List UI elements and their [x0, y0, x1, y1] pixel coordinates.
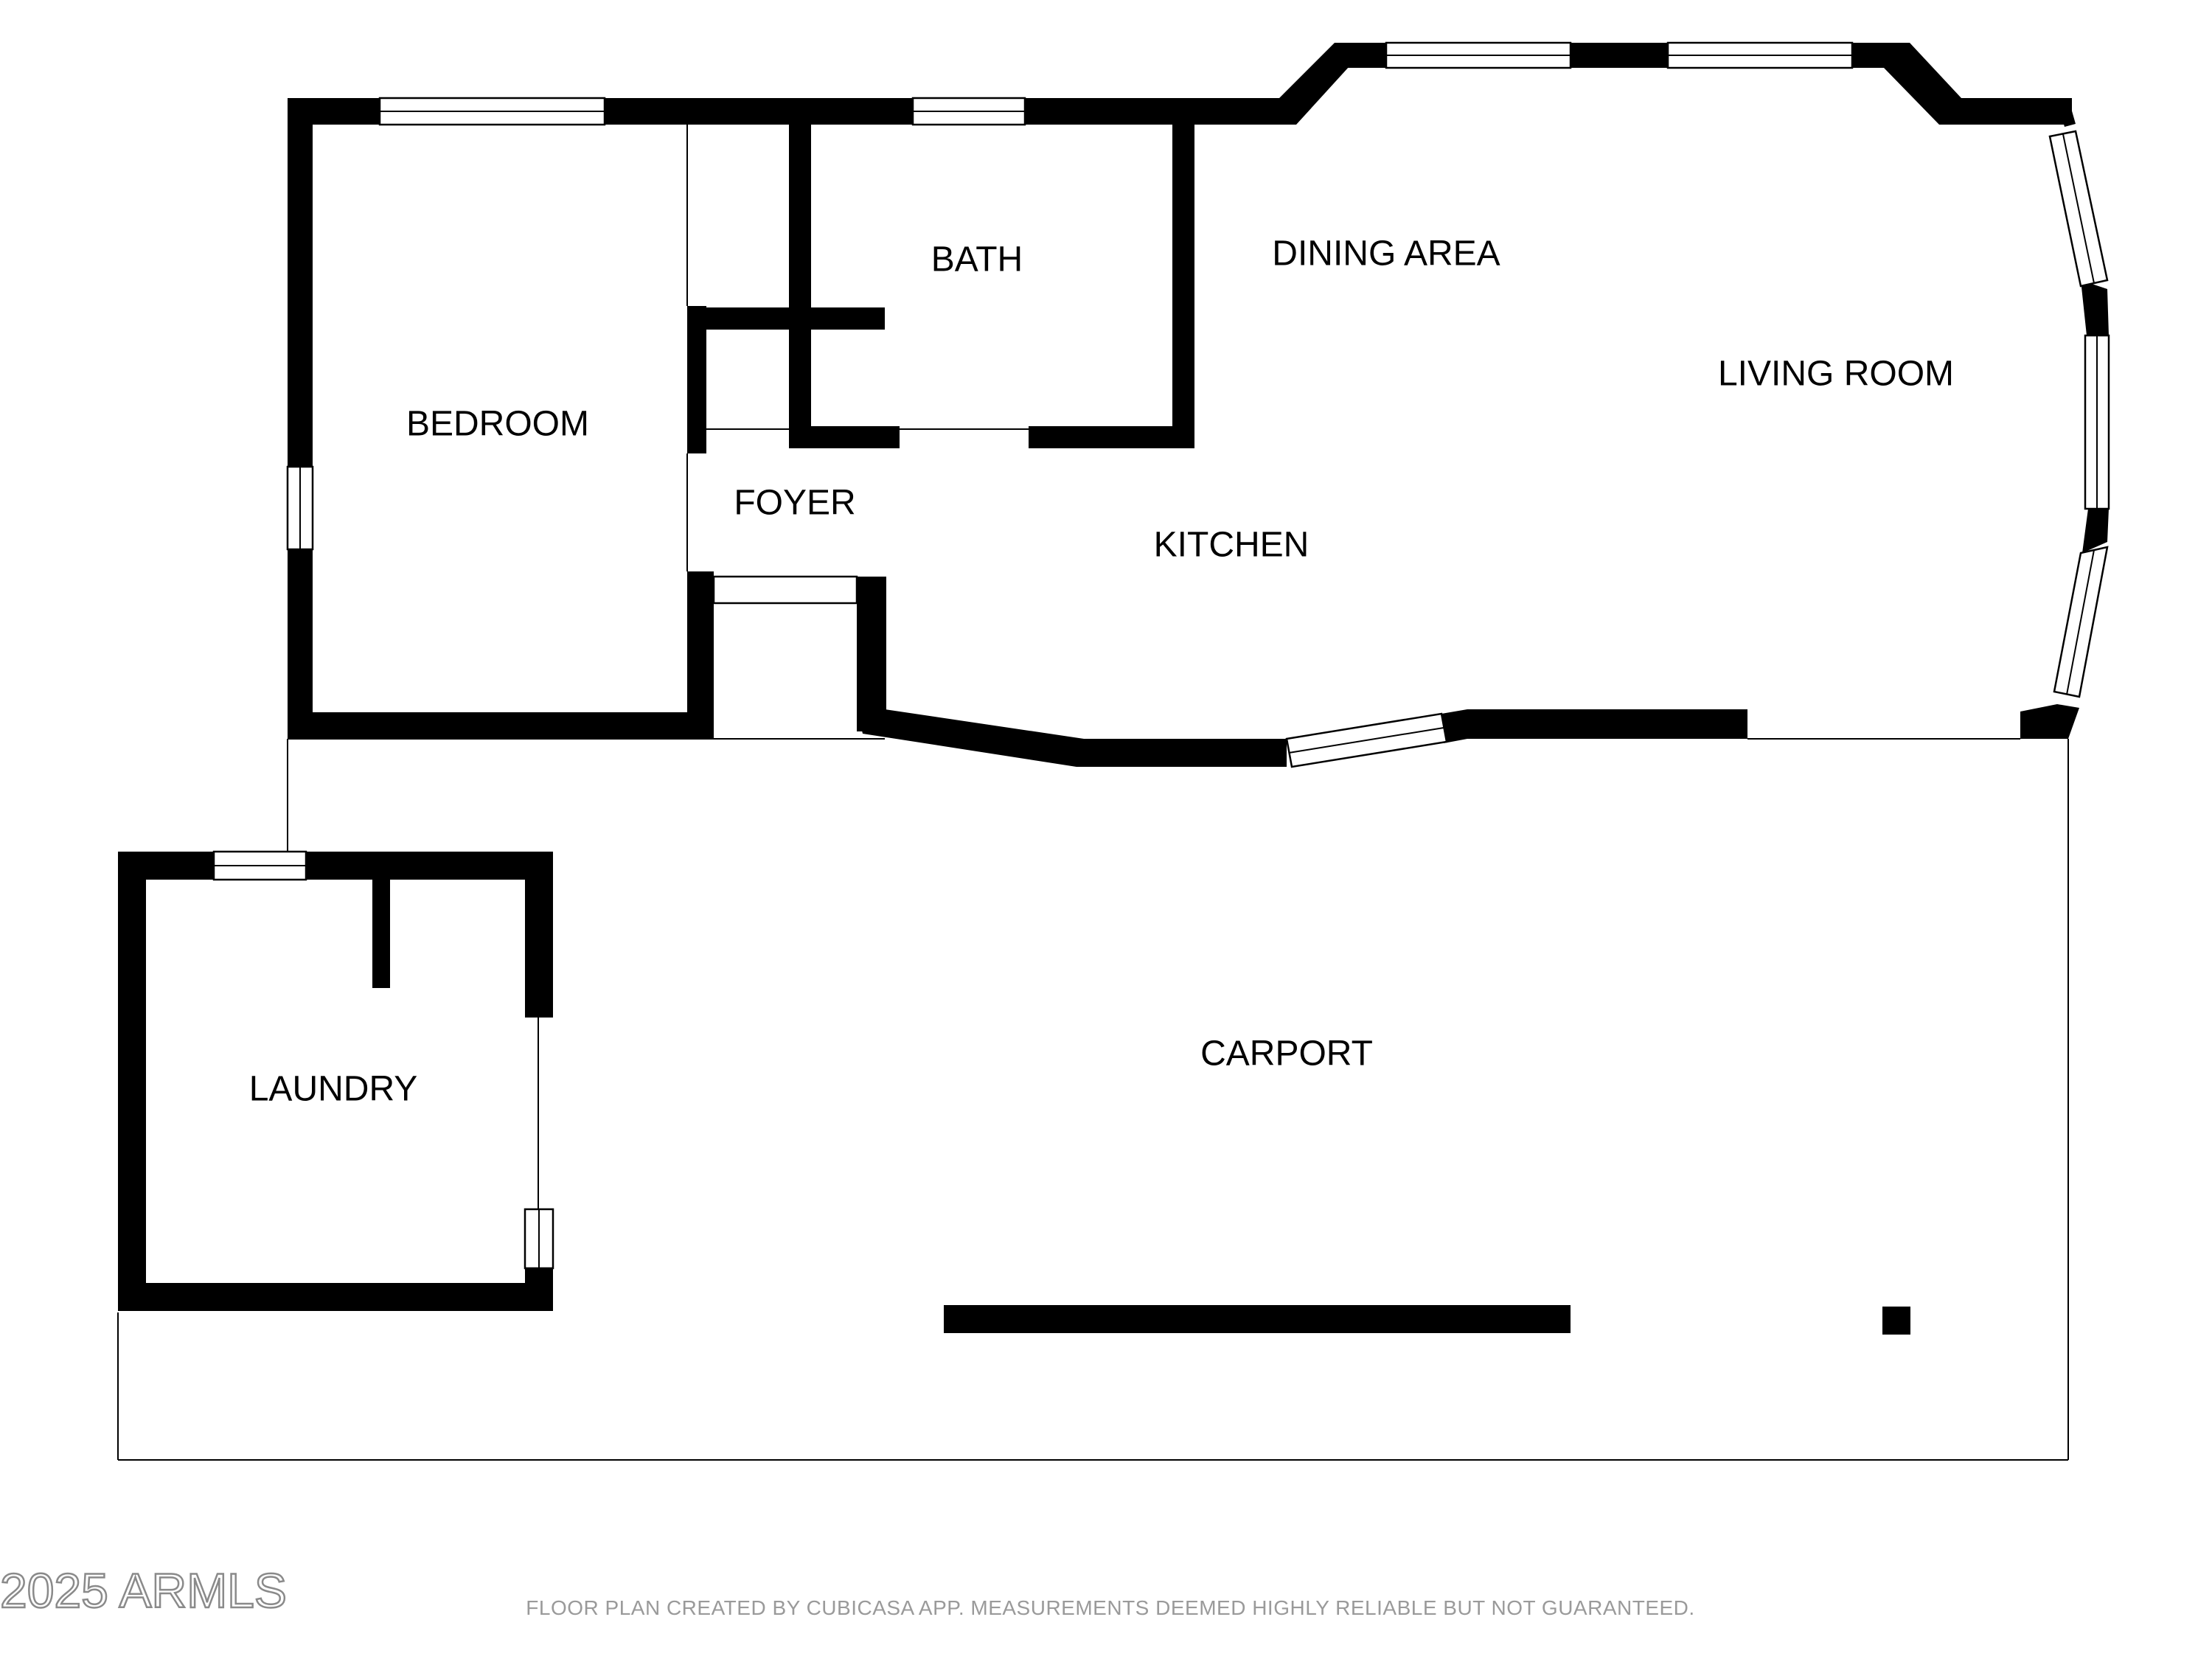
room-label-dining-area: DINING AREA [1272, 234, 1500, 274]
watermark-text: 2025 ARMLS [0, 1563, 287, 1618]
carport-elements [944, 1305, 1910, 1335]
windows [212, 41, 2110, 1270]
room-label-foyer: FOYER [734, 484, 855, 523]
openings [538, 125, 1029, 1209]
footer-disclaimer: FLOOR PLAN CREATED BY CUBICASA APP. MEAS… [526, 1596, 1694, 1619]
room-label-carport: CARPORT [1200, 1034, 1373, 1074]
room-label-bath: BATH [931, 240, 1023, 279]
room-label-laundry: LAUNDRY [249, 1070, 418, 1109]
room-label-bedroom: BEDROOM [406, 405, 589, 444]
room-label-kitchen: KITCHEN [1154, 526, 1310, 565]
room-labels: BEDROOM BATH DINING AREA LIVING ROOM FOY… [249, 234, 1954, 1109]
room-label-living-room: LIVING ROOM [1718, 355, 1954, 394]
